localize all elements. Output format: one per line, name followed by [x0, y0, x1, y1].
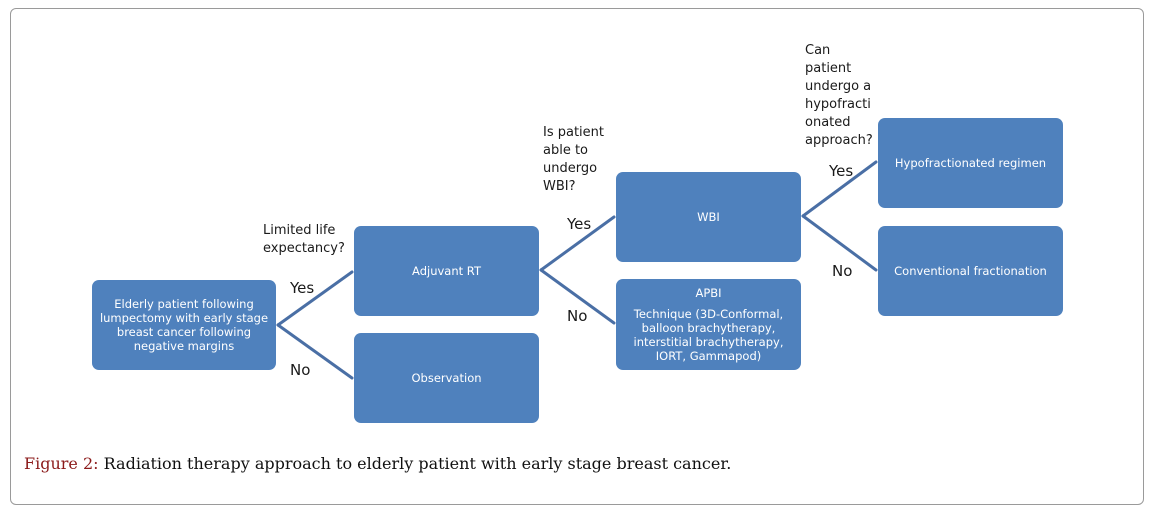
edge-wbi-hypo — [801, 160, 878, 218]
label-yes-3: Yes — [829, 162, 854, 180]
node-wbi: WBI — [616, 172, 801, 262]
label-yes-2: Yes — [567, 215, 592, 233]
node-adjuvant-rt: Adjuvant RT — [354, 226, 539, 316]
node-observation: Observation — [354, 333, 539, 423]
edge-start-adjuvant — [276, 270, 354, 327]
figure-frame — [10, 8, 1144, 505]
label-no-2: No — [567, 307, 588, 325]
caption-text: Radiation therapy approach to elderly pa… — [98, 454, 732, 473]
figure-caption: Figure 2: Radiation therapy approach to … — [24, 454, 731, 473]
label-yes-1: Yes — [290, 279, 315, 297]
node-apbi: APBI Technique (3D-Conformal, balloon br… — [616, 279, 801, 370]
label-no-3: No — [832, 262, 853, 280]
apbi-detail: Technique (3D-Conformal, balloon brachyt… — [633, 307, 784, 363]
node-hypofractionated: Hypofractionated regimen — [878, 118, 1063, 208]
edge-start-observation — [276, 323, 354, 380]
edge-adjuvant-apbi — [539, 268, 616, 325]
question-life-expectancy: Limited life expectancy? — [263, 223, 345, 256]
edge-adjuvant-wbi — [539, 215, 616, 272]
caption-label: Figure 2: — [24, 454, 99, 473]
question-hypofractionated: Can patient undergo a hypofracti onated … — [805, 43, 873, 148]
edge-wbi-conventional — [801, 214, 878, 272]
node-start: Elderly patient following lumpectomy wit… — [92, 280, 276, 370]
label-no-1: No — [290, 361, 311, 379]
apbi-title: APBI — [695, 286, 722, 300]
question-able-wbi: Is patient able to undergo WBI? — [543, 125, 605, 194]
node-conventional: Conventional fractionation — [878, 226, 1063, 316]
